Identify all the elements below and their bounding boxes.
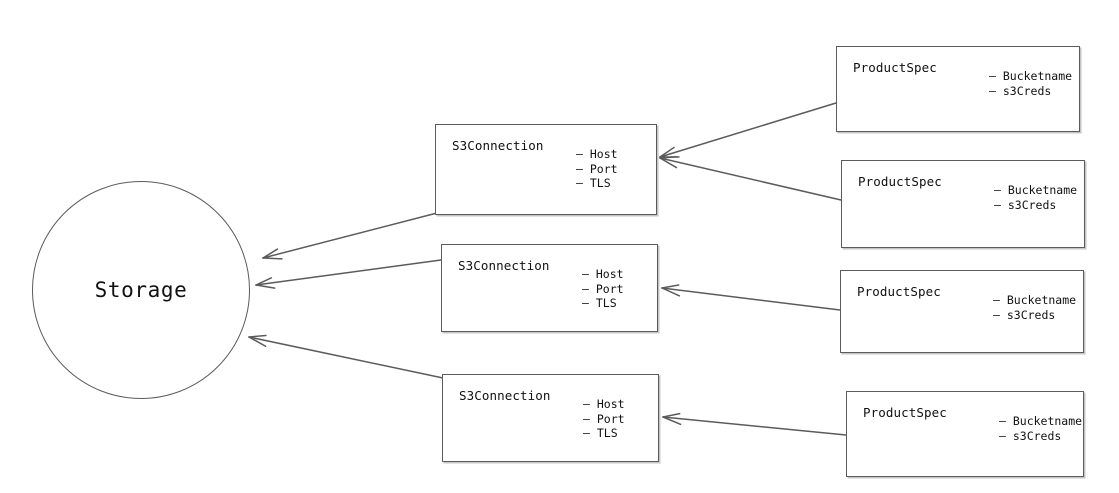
spec-field-list: – Bucketname– s3Creds [989, 69, 1072, 98]
spec-field: – Bucketname [989, 69, 1073, 83]
spec-box-3[interactable]: ProductSpec – Bucketname– s3Creds [840, 270, 1084, 353]
spec-box-2[interactable]: ProductSpec – Bucketname– s3Creds [841, 160, 1085, 248]
spec-box-4[interactable]: ProductSpec – Bucketname– s3Creds [846, 391, 1084, 477]
connection-title: S3Connection [459, 388, 551, 403]
connection-field-list: – Host– Port– TLS [583, 397, 625, 441]
connection-title: S3Connection [458, 258, 550, 273]
connection-box-1[interactable]: S3Connection – Host– Port– TLS [435, 124, 657, 215]
spec-title: ProductSpec [853, 60, 937, 75]
spec-field: – s3Creds [989, 83, 1052, 98]
arrow-spec4-to-conn3 [662, 412, 847, 436]
connection-box-3[interactable]: S3Connection – Host– Port– TLS [442, 374, 659, 462]
spec-field: – s3Creds [994, 197, 1057, 212]
arrow-spec1-to-conn1 [659, 102, 837, 158]
connection-title: S3Connection [452, 138, 544, 153]
spec-field: – Bucketname [999, 414, 1083, 428]
connection-field: – TLS [583, 426, 618, 440]
arrow-spec3-to-conn2 [661, 284, 841, 311]
arrow-conn1-to-storage [262, 212, 438, 260]
connection-field: – TLS [576, 176, 611, 190]
connection-field: – TLS [582, 296, 617, 310]
spec-title: ProductSpec [858, 174, 942, 189]
spec-field: – s3Creds [999, 428, 1062, 443]
connection-field: – Host [583, 397, 625, 411]
connection-field: – Host [576, 147, 618, 161]
spec-field-list: – Bucketname– s3Creds [999, 414, 1082, 443]
spec-field: – s3Creds [993, 307, 1056, 322]
connection-box-2[interactable]: S3Connection – Host– Port– TLS [441, 244, 658, 332]
spec-field-list: – Bucketname– s3Creds [994, 183, 1077, 212]
spec-field: – Bucketname [993, 293, 1077, 307]
storage-label: Storage [94, 278, 188, 302]
connection-field: – Port [576, 161, 618, 176]
connection-field-list: – Host– Port– TLS [582, 267, 624, 311]
spec-title: ProductSpec [863, 405, 947, 420]
arrow-conn2-to-storage [255, 259, 442, 289]
storage-circle-node[interactable]: Storage [32, 181, 250, 399]
connection-field: – Port [583, 411, 625, 426]
connection-field: – Host [582, 267, 624, 281]
arrow-spec2-to-conn1 [659, 156, 842, 201]
connection-field-list: – Host– Port– TLS [576, 147, 618, 191]
spec-title: ProductSpec [857, 284, 941, 299]
arrow-conn3-to-storage [248, 334, 444, 379]
spec-field-list: – Bucketname– s3Creds [993, 293, 1076, 322]
connection-field: – Port [582, 281, 624, 296]
spec-field: – Bucketname [994, 183, 1078, 197]
spec-box-1[interactable]: ProductSpec – Bucketname– s3Creds [836, 46, 1080, 132]
